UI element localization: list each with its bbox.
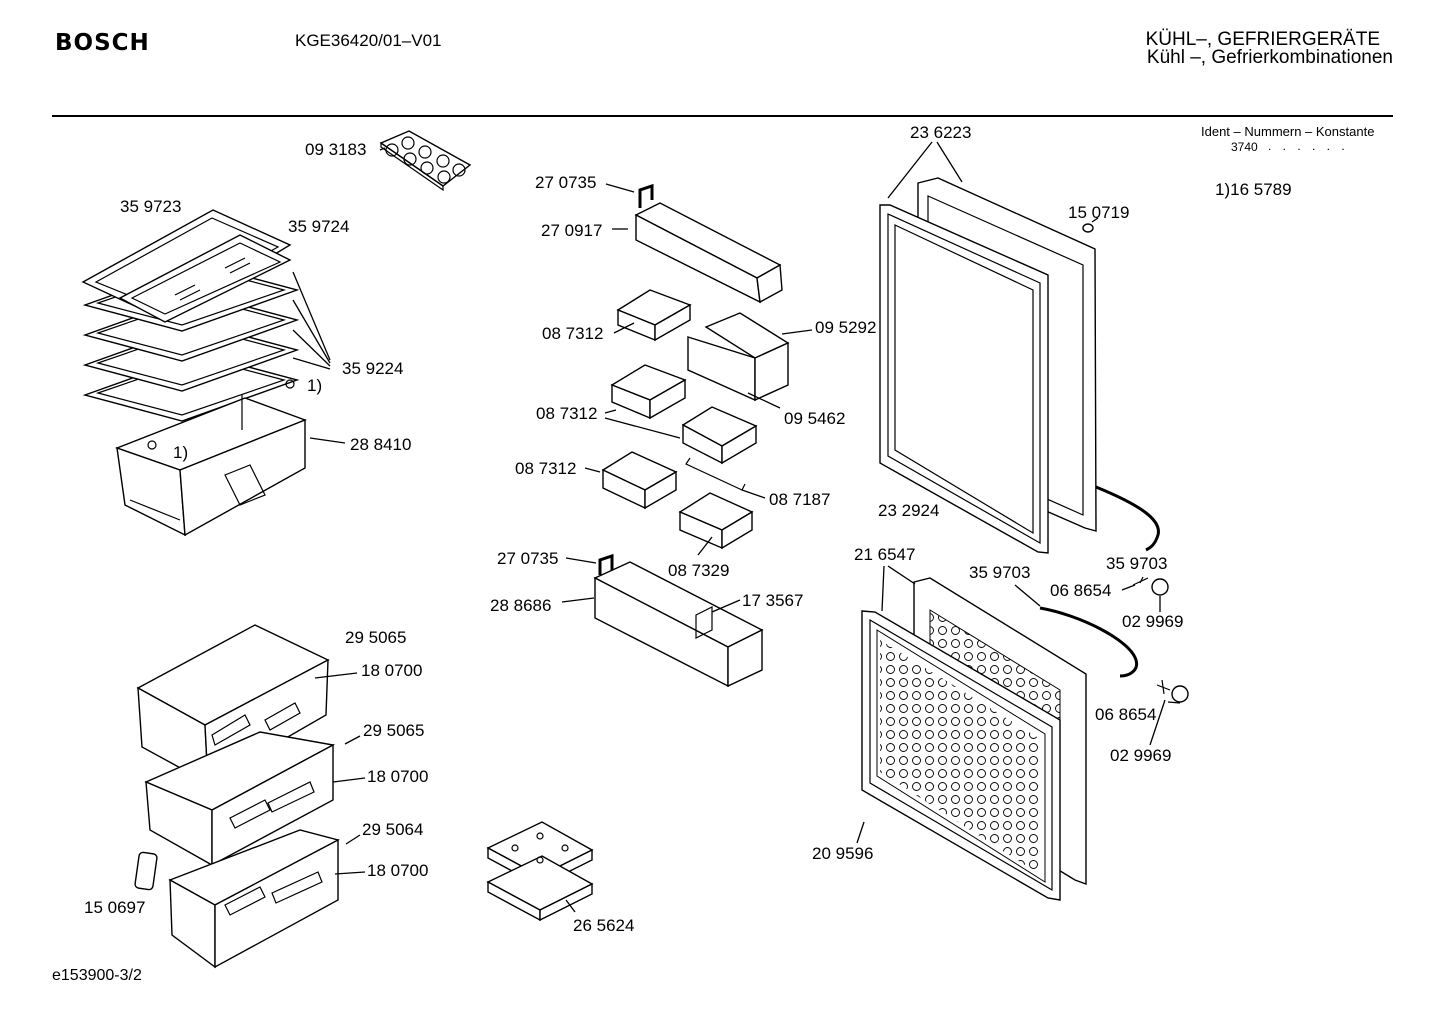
part-label: 09 5462 <box>784 409 845 428</box>
door-cap <box>1082 223 1094 233</box>
model-number: KGE36420/01–V01 <box>295 31 442 50</box>
part-label: 26 5624 <box>573 916 634 935</box>
fridge-door-gasket <box>879 204 1049 554</box>
part-label: 35 9723 <box>120 197 181 216</box>
part-label: 23 6223 <box>910 123 971 142</box>
ident-value: 3740 <box>1231 140 1258 154</box>
part-label: 27 0917 <box>541 221 602 240</box>
egg-tray <box>379 130 472 192</box>
part-label: 06 8654 <box>1050 581 1111 600</box>
part-label: 09 3183 <box>305 140 366 159</box>
part-label: 35 9703 <box>1106 554 1167 573</box>
part-label: 28 8410 <box>350 435 411 454</box>
part-label: 09 5292 <box>815 318 876 337</box>
part-label: 29 5064 <box>362 820 423 839</box>
brand-logo: BOSCH <box>55 30 150 56</box>
part-label: 08 7312 <box>536 404 597 423</box>
ident-dots: . . . . . . <box>1268 139 1349 153</box>
part-label: 15 0697 <box>84 898 145 917</box>
part-label: 06 8654 <box>1095 705 1156 724</box>
leader-lines <box>292 141 1181 913</box>
screw-and-cap-lower <box>1156 679 1189 703</box>
bottle-holder <box>687 312 790 402</box>
part-label: 21 6547 <box>854 545 915 564</box>
door-handle-upper <box>1095 485 1160 552</box>
header-divider <box>52 115 1393 117</box>
part-label: 28 8686 <box>490 596 551 615</box>
door-balcony-upper <box>634 183 783 304</box>
part-label: 08 7329 <box>668 561 729 580</box>
freezer-door-gasket <box>861 610 1061 901</box>
part-label: 35 9224 <box>342 359 403 378</box>
wire-clip <box>685 457 746 491</box>
small-door-tray-4 <box>601 451 678 510</box>
part-label: 35 9703 <box>969 563 1030 582</box>
part-label: 08 7187 <box>769 490 830 509</box>
door-balcony-lower <box>593 553 764 688</box>
small-door-tray-3 <box>681 406 758 465</box>
part-label: 27 0735 <box>535 173 596 192</box>
part-label: 08 7312 <box>542 324 603 343</box>
crisper-drawer-large <box>114 395 307 537</box>
category-subtitle: Kühl –, Gefrierkombinationen <box>1146 47 1393 68</box>
part-label: 20 9596 <box>812 844 873 863</box>
part-label: 18 0700 <box>361 661 422 680</box>
footnote-part: 1)16 5789 <box>1215 180 1292 199</box>
ident-title: Ident – Nummern – Konstante <box>1201 124 1375 139</box>
part-label: 35 9724 <box>288 217 349 236</box>
small-door-tray-5 <box>678 492 754 550</box>
ice-packs <box>486 821 594 922</box>
glass-shelves <box>81 209 300 422</box>
part-label: 18 0700 <box>367 767 428 786</box>
drawing-id: e153900-3/2 <box>52 967 142 984</box>
category-title: KÜHL–, GEFRIERGERÄTE <box>1145 29 1380 50</box>
drawer-label-plate <box>134 851 158 891</box>
part-label: 02 9969 <box>1110 746 1171 765</box>
part-label: 18 0700 <box>367 861 428 880</box>
footnote-marker: 1) <box>173 443 188 462</box>
part-label: 29 5065 <box>345 628 406 647</box>
small-door-tray-1 <box>616 289 692 342</box>
footnote-marker: 1) <box>307 376 322 395</box>
part-label: 23 2924 <box>878 501 939 520</box>
small-door-tray-2 <box>610 364 687 420</box>
freezer-drawer-middle <box>144 731 336 867</box>
part-label: 17 3567 <box>742 591 803 610</box>
part-label: 29 5065 <box>363 721 424 740</box>
screw-and-cap-upper <box>1132 576 1169 596</box>
part-label: 15 0719 <box>1068 203 1129 222</box>
part-label: 02 9969 <box>1122 612 1183 631</box>
door-handle-lower <box>1039 606 1139 678</box>
part-label: 27 0735 <box>497 549 558 568</box>
part-label: 08 7312 <box>515 459 576 478</box>
freezer-drawer-bottom <box>168 829 340 969</box>
shelf-clip-parts <box>147 379 295 450</box>
